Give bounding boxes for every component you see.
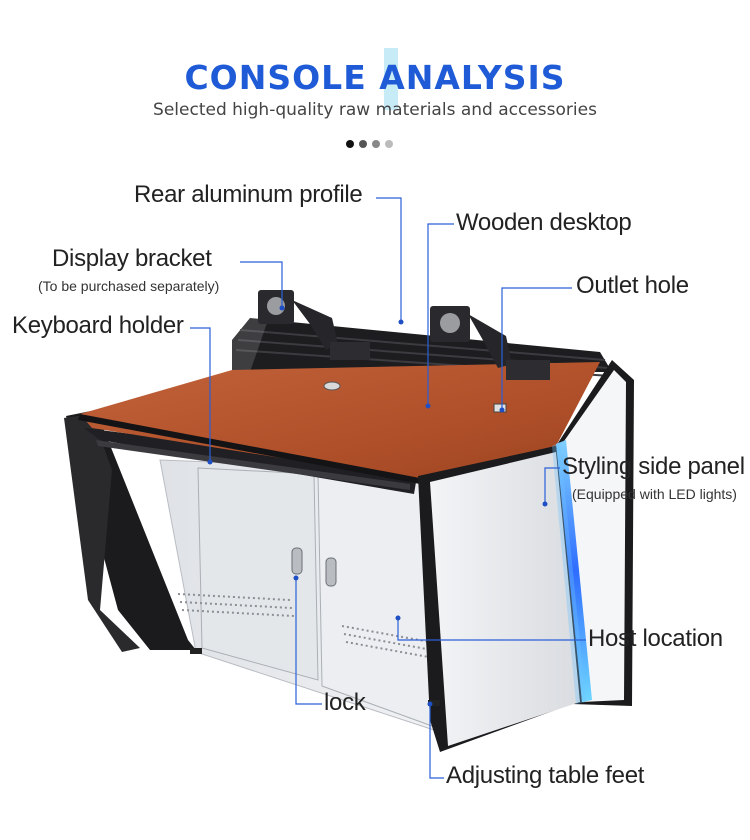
pager-dot[interactable] — [385, 140, 393, 148]
cabinet-door-left — [197, 467, 319, 681]
callout-display-bracket-note: (To be purchased separately) — [38, 278, 220, 294]
display-bracket-left — [258, 290, 370, 360]
leader-rear-profile — [376, 197, 402, 322]
page-title: CONSOLE ANALYSIS — [184, 58, 566, 97]
page-subtitle: Selected high-quality raw materials and … — [153, 100, 597, 120]
title-accent-bar — [384, 48, 398, 110]
pager-dot[interactable] — [359, 140, 367, 148]
callout-side-panel-note: (Equipped with LED lights) — [572, 486, 737, 502]
callout-keyboard-holder: Keyboard holder — [12, 312, 184, 339]
table-foot — [428, 700, 440, 706]
callout-rear-aluminum-profile: Rear aluminum profile — [134, 181, 363, 208]
callout-wooden-desktop: Wooden desktop — [456, 209, 632, 236]
led-light-strip — [556, 440, 592, 702]
leader-feet — [429, 704, 444, 779]
callout-display-bracket: Display bracket — [52, 245, 212, 272]
leader-host-location — [397, 618, 586, 641]
door-lock-right — [325, 557, 337, 587]
leader-keyboard-holder — [190, 327, 211, 462]
leader-lock — [295, 578, 322, 705]
leader-display-bracket — [240, 261, 283, 308]
pager-dot[interactable] — [346, 140, 354, 148]
display-bracket-right — [430, 306, 550, 380]
callout-outlet-hole: Outlet hole — [576, 272, 689, 299]
table-foot — [190, 648, 202, 654]
callout-styling-side-panel: Styling side panel — [562, 453, 745, 480]
door-lock-left — [291, 547, 303, 575]
leader-wooden-desktop — [427, 223, 454, 406]
pager-dot[interactable] — [372, 140, 380, 148]
outlet-hole — [323, 381, 341, 391]
leader-outlet-hole — [501, 287, 572, 410]
callout-host-location: Host location — [588, 625, 723, 652]
leader-side-panel — [544, 467, 560, 504]
callout-adjusting-table-feet: Adjusting table feet — [446, 762, 645, 789]
pager-dots[interactable] — [346, 140, 393, 148]
callout-lock: lock — [324, 689, 366, 716]
